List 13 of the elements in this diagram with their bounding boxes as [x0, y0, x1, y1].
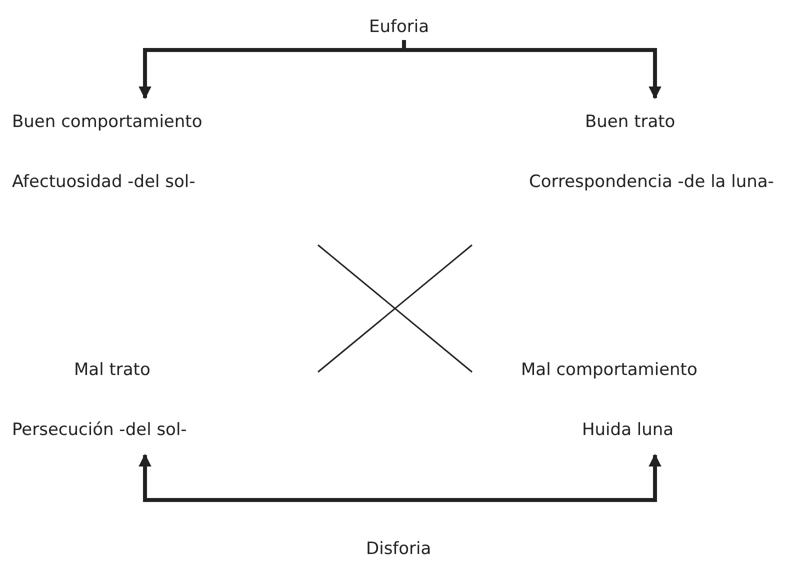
description-text: Persecución -del sol-	[12, 419, 187, 441]
term-text: Mal comportamiento	[521, 359, 698, 381]
arrow	[138, 454, 404, 502]
description-text: Afectuosidad -del sol-	[12, 171, 196, 193]
heading-text: Euforia	[369, 16, 430, 38]
term-text: Buen comportamiento	[12, 111, 202, 133]
heading-text: Disforia	[366, 538, 432, 560]
arrow	[404, 454, 662, 502]
term-text: Buen trato	[585, 111, 676, 133]
arrow	[402, 40, 662, 100]
description-text: Correspondencia -de la luna-	[529, 171, 774, 193]
term-text: Mal trato	[74, 359, 150, 381]
description-text: Huida luna	[582, 419, 674, 441]
